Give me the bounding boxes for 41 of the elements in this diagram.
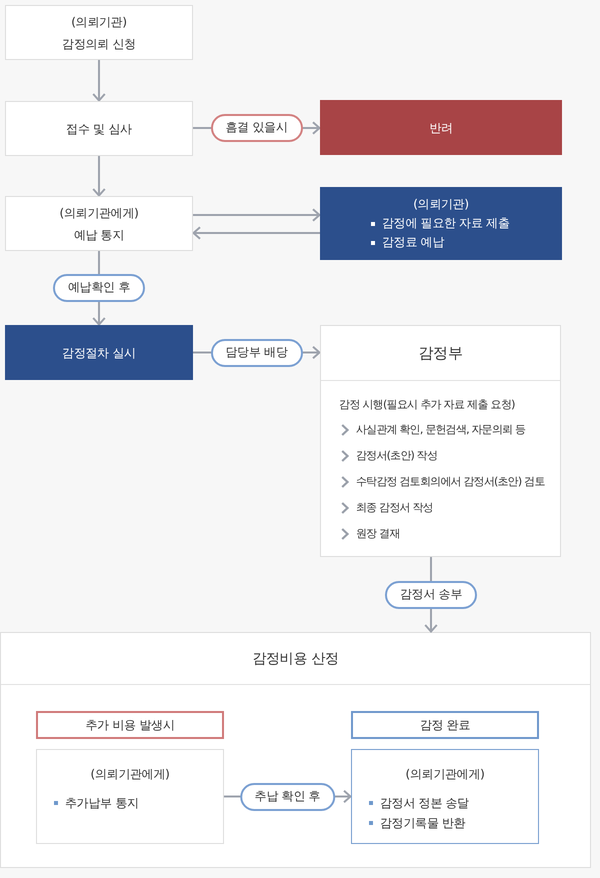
process-box: 접수 및 심사	[5, 101, 193, 156]
process-box	[5, 196, 193, 251]
list-item: 감정서(초안) 작성	[356, 448, 438, 464]
list-item: 최종 감정서 작성	[356, 500, 433, 516]
note-text: (의뢰기관에게)	[60, 204, 138, 222]
heading-box: 감정 완료	[351, 711, 539, 739]
arrow	[193, 208, 320, 222]
card-heading: 감정부	[321, 326, 560, 381]
arrow	[92, 60, 106, 102]
info-box	[320, 187, 562, 260]
arrow	[92, 156, 106, 196]
list-item: 원장 결재	[356, 526, 400, 542]
panel	[0, 632, 591, 868]
list-item: 수탁감정 검토회의에서 감정서(초안) 검토	[356, 474, 544, 490]
step-text: 감정의뢰 신청	[62, 36, 136, 52]
process-box: 감정절차 실시	[5, 325, 193, 380]
list-item: 감정기록물 반환	[380, 815, 466, 832]
edge-label: 담당부 배당	[210, 338, 302, 366]
edge-label: 추납 확인 후	[240, 782, 336, 810]
edge-label: 흠결 있을시	[210, 114, 302, 142]
panel-heading: 감정비용 산정	[1, 633, 590, 685]
process-box	[36, 749, 224, 844]
edge-label: 감정서 송부	[385, 580, 477, 608]
note-text: (의뢰기관에게)	[404, 766, 486, 783]
edge-label: 예납확인 후	[53, 274, 145, 302]
note-text: (의뢰기관에게)	[90, 766, 170, 783]
detail-card	[320, 325, 561, 557]
arrow	[192, 226, 320, 240]
process-box: 반려	[320, 100, 562, 155]
process-box	[351, 749, 539, 844]
note-text: (의뢰기관)	[412, 196, 470, 213]
process-box	[5, 5, 193, 60]
list-item: 감정에 필요한 자료 제출	[382, 215, 510, 232]
list-item: 감정서 정본 송달	[380, 795, 469, 812]
list-item: 사실관계 확인, 문헌검색, 자문의뢰 등	[356, 422, 526, 438]
list-item: 추가납부 통지	[65, 795, 139, 812]
list-item: 감정료 예납	[382, 234, 444, 251]
heading-box: 추가 비용 발생시	[36, 711, 224, 739]
note-text: (의뢰기관)	[71, 14, 127, 30]
step-text: 예납 통지	[74, 226, 124, 244]
body-text: 감정 시행(필요시 추가 자료 제출 요청)	[338, 397, 516, 413]
